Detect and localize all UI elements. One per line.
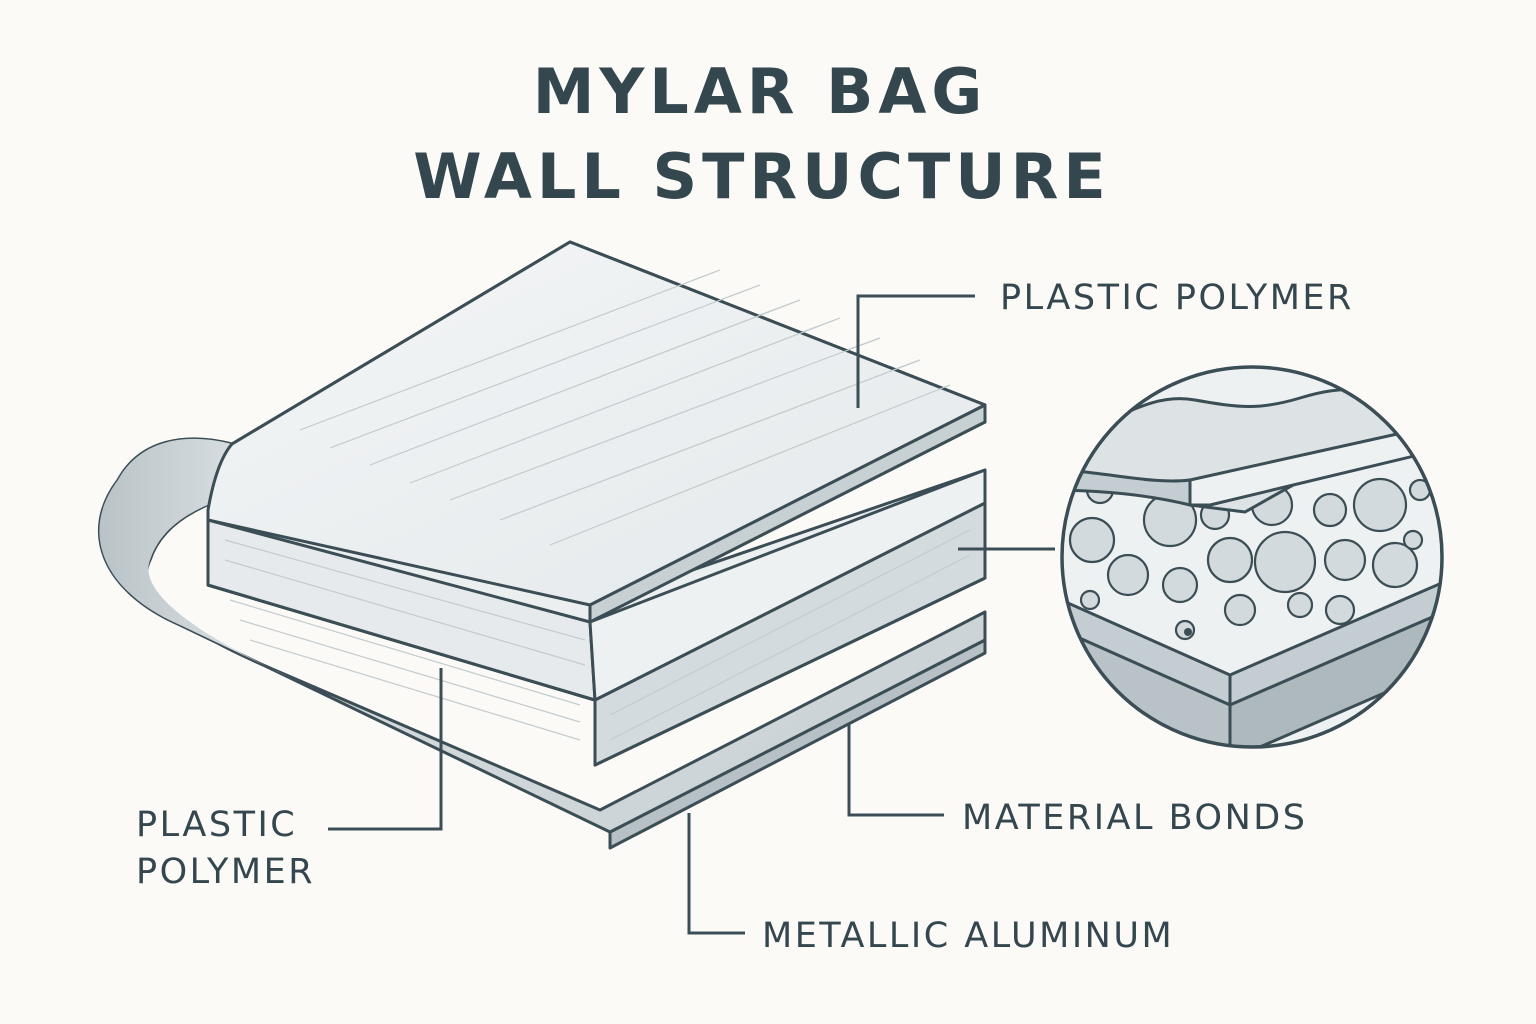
leader-metallic-aluminum: [687, 813, 745, 935]
leader-top-right: [856, 294, 975, 408]
magnified-cross-section: [1060, 365, 1444, 749]
layer-stack-illustration: [97, 240, 987, 850]
leader-material-bonds: [847, 723, 944, 817]
label-metallic-aluminum: METALLIC ALUMINUM: [762, 916, 1174, 956]
middle-block-texture: [224, 529, 971, 741]
fold-inner-shadow: [99, 438, 300, 682]
diagram-title-line2: WALL STRUCTURE: [413, 140, 1110, 213]
label-plastic-polymer-top: PLASTIC POLYMER: [1000, 278, 1354, 318]
label-plastic-line1: PLASTIC: [136, 805, 297, 845]
leader-bottom-left: [328, 668, 443, 831]
label-material-bonds: MATERIAL BONDS: [962, 798, 1307, 838]
diagram-title-line1: MYLAR BAG: [533, 55, 988, 128]
label-polymer-line2: POLYMER: [136, 852, 315, 892]
middle-block-top-strip: [588, 468, 987, 702]
top-sheet-overlay-edge: [588, 403, 987, 624]
top-sheet-overlay-texture: [299, 269, 951, 546]
